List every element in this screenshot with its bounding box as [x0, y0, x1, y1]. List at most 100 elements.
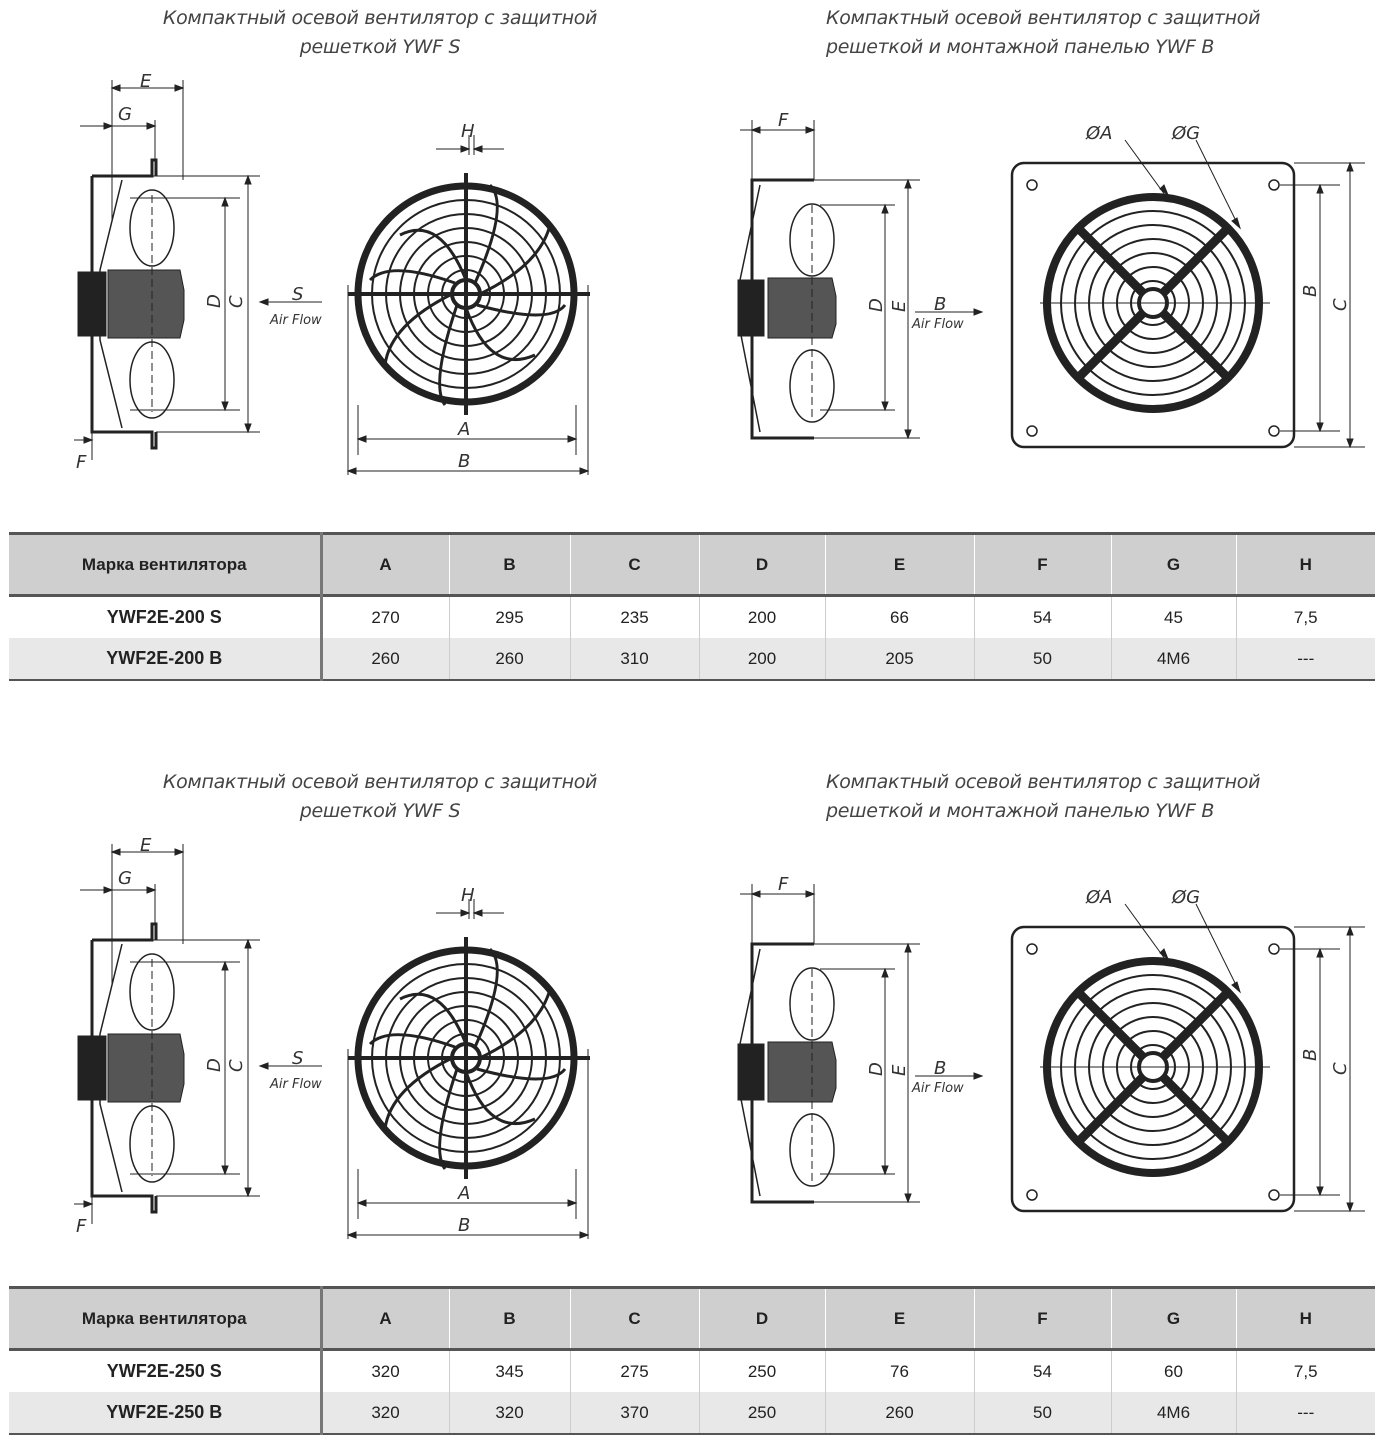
header-h: H	[1235, 532, 1375, 596]
table-cell: 50	[973, 638, 1111, 681]
model-cell: YWF2E-200 B	[9, 638, 323, 681]
table-cell: 7,5	[1235, 594, 1375, 638]
spec-table-250: Марка вентилятора A B C D E F G H YWF2E-…	[9, 1286, 1375, 1435]
dim-label-d: D	[204, 294, 225, 308]
dim-label-a: A	[457, 419, 470, 440]
air-flow-label: Air Flow	[911, 1081, 964, 1096]
fan-spec-section-200: Компактный осевой вентилятор с защитной …	[0, 0, 1384, 690]
table-cell: 250	[698, 1348, 825, 1392]
air-flow-label: Air Flow	[269, 313, 322, 328]
header-a: A	[320, 532, 449, 596]
dim-label-h: H	[461, 885, 475, 906]
table-cell: 54	[973, 594, 1111, 638]
table-cell: 200	[698, 594, 825, 638]
side-view-drawing-s: E G F D C S Air Flow	[74, 71, 322, 473]
table-cell: 250	[698, 1392, 825, 1435]
dim-label-d: D	[866, 298, 887, 312]
table-cell: 260	[320, 638, 449, 681]
table-cell: 295	[448, 594, 570, 638]
table-cell: 4M6	[1110, 638, 1236, 681]
header-h: H	[1235, 1286, 1375, 1350]
dim-label-f: F	[778, 110, 789, 131]
header-g: G	[1110, 1286, 1236, 1350]
dim-label-e: E	[140, 71, 152, 92]
table-cell: 320	[320, 1348, 449, 1392]
dim-label-b: B	[934, 1058, 946, 1079]
dim-label-diameter-g: ØG	[1171, 887, 1200, 908]
header-f: F	[973, 1286, 1111, 1350]
table-cell: 7,5	[1235, 1348, 1375, 1392]
table-cell: ---	[1235, 1392, 1375, 1435]
dim-label-e: E	[889, 300, 910, 312]
header-b: B	[448, 1286, 570, 1350]
table-cell: 320	[448, 1392, 570, 1435]
dim-label-b: B	[458, 451, 470, 472]
dim-label-c: C	[226, 1059, 247, 1072]
dim-label-a: A	[457, 1183, 470, 1204]
model-cell: YWF2E-250 S	[9, 1348, 323, 1392]
table-cell: 200	[698, 638, 825, 681]
dim-label-g: G	[118, 104, 132, 125]
fan-spec-section-250: Компактный осевой вентилятор с защитной …	[0, 764, 1384, 1439]
header-g: G	[1110, 532, 1236, 596]
dim-label-diameter-g: ØG	[1171, 123, 1200, 144]
header-e: E	[824, 1286, 974, 1350]
dim-label-b-panel: B	[1300, 285, 1321, 297]
dim-label-c: C	[1330, 1062, 1351, 1075]
table-cell: 260	[824, 1392, 974, 1435]
side-view-drawing-b: F D E B Air Flow	[737, 874, 984, 1204]
table-cell: 310	[569, 638, 699, 681]
header-b: B	[448, 532, 570, 596]
header-d: D	[698, 532, 825, 596]
header-d: D	[698, 1286, 825, 1350]
air-flow-label: Air Flow	[911, 317, 964, 332]
dim-label-e: E	[889, 1064, 910, 1076]
model-cell: YWF2E-200 S	[9, 594, 323, 638]
front-view-drawing-b: ØA ØG B C	[1010, 123, 1365, 449]
table-row: YWF2E-200 S 270 295 235 200 66 54 45 7,5	[9, 594, 1375, 638]
table-cell: 50	[973, 1392, 1111, 1435]
table-header-row: Марка вентилятора A B C D E F G H	[9, 1286, 1375, 1350]
front-view-drawing-b: ØA ØG B C	[1010, 887, 1365, 1213]
dim-label-c: C	[226, 295, 247, 308]
spec-table-200: Марка вентилятора A B C D E F G H YWF2E-…	[9, 532, 1375, 681]
header-c: C	[569, 1286, 699, 1350]
dim-label-f: F	[778, 874, 789, 895]
dim-label-f: F	[76, 452, 87, 473]
model-cell: YWF2E-250 B	[9, 1392, 323, 1435]
header-a: A	[320, 1286, 449, 1350]
front-view-drawing-s: H A B	[346, 885, 590, 1239]
table-cell: 370	[569, 1392, 699, 1435]
dim-label-d: D	[866, 1062, 887, 1076]
table-cell: 60	[1110, 1348, 1236, 1392]
dim-label-s: S	[292, 1048, 303, 1069]
dim-label-s: S	[292, 284, 303, 305]
side-view-drawing-b: F D E B Air Flow	[737, 110, 984, 440]
caption-ywf-b: Компактный осевой вентилятор с защитной …	[826, 7, 1261, 58]
header-model: Марка вентилятора	[9, 532, 323, 596]
table-cell: 4M6	[1110, 1392, 1236, 1435]
dim-label-b: B	[934, 294, 946, 315]
air-flow-label: Air Flow	[269, 1077, 322, 1092]
table-row: YWF2E-250 B 320 320 370 250 260 50 4M6 -…	[9, 1392, 1375, 1435]
dim-label-b: B	[458, 1215, 470, 1236]
side-view-drawing-s: E G F D C S Air Flow	[74, 835, 322, 1237]
table-cell: 45	[1110, 594, 1236, 638]
header-model: Марка вентилятора	[9, 1286, 323, 1350]
table-cell: ---	[1235, 638, 1375, 681]
table-cell: 275	[569, 1348, 699, 1392]
caption-ywf-s: Компактный осевой вентилятор с защитной …	[162, 771, 598, 822]
table-cell: 205	[824, 638, 974, 681]
dim-label-e: E	[140, 835, 152, 856]
table-cell: 66	[824, 594, 974, 638]
table-cell: 54	[973, 1348, 1111, 1392]
table-cell: 320	[320, 1392, 449, 1435]
table-cell: 260	[448, 638, 570, 681]
dim-label-d: D	[204, 1058, 225, 1072]
table-cell: 76	[824, 1348, 974, 1392]
table-row: YWF2E-250 S 320 345 275 250 76 54 60 7,5	[9, 1348, 1375, 1392]
dim-label-h: H	[461, 121, 475, 142]
table-cell: 235	[569, 594, 699, 638]
dim-label-f: F	[76, 1216, 87, 1237]
dim-label-diameter-a: ØA	[1085, 887, 1112, 908]
